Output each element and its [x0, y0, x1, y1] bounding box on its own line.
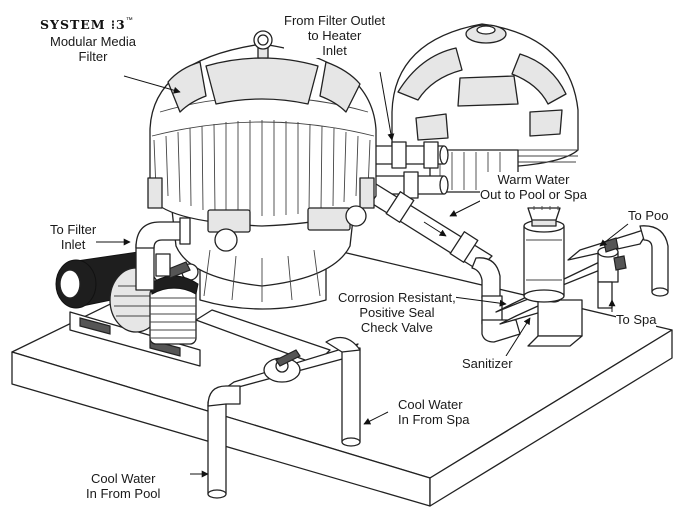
to-pool-label: To Poo — [628, 208, 669, 223]
warm-water-label: Warm Water Out to Pool or Spa — [480, 172, 587, 202]
check-valve-line-2: Positive Seal — [359, 305, 435, 320]
filter-name-line-1: Modular Media — [50, 34, 136, 49]
logo-word: SYSTEM — [40, 17, 106, 32]
cool-water-spa-line-1: Cool Water — [398, 397, 463, 412]
to-spa-text: To Spa — [616, 312, 657, 327]
sanitizer-text: Sanitizer — [462, 356, 513, 371]
cool-water-pool-line-1: Cool Water — [90, 471, 156, 486]
filter-name-label: Modular Media Filter — [50, 34, 136, 64]
to-filter-inlet-line-2: Inlet — [60, 237, 86, 252]
logo-trademark: ™ — [125, 17, 133, 24]
check-valve-line-3: Check Valve — [360, 320, 433, 335]
filter-outlet-line-2: to Heater — [307, 28, 362, 43]
pool-spa-outlets — [567, 225, 669, 309]
logo-mark: ⁝3 — [111, 17, 126, 32]
filter-outlet-line-1: From Filter Outlet — [284, 13, 386, 28]
callout-leaders — [90, 71, 629, 478]
pump — [55, 251, 201, 367]
sanitizer-unit — [523, 206, 565, 303]
warm-water-pipe — [359, 183, 501, 299]
to-filter-inlet-line-1: To Filter — [50, 222, 97, 237]
system3-logo: SYSTEM ⁝3™ — [40, 17, 133, 32]
check-valve-label: Corrosion Resistant, Positive Seal Check… — [338, 290, 456, 335]
filter-outlet-label: From Filter Outlet to Heater Inlet — [284, 13, 386, 58]
heater — [391, 23, 579, 193]
filter-inlet-pipe — [135, 217, 191, 291]
discharge-pipes — [195, 309, 359, 393]
filter-outlet-line-3: Inlet — [322, 43, 347, 58]
cool-water-spa-label: Cool Water In From Spa — [398, 397, 470, 427]
filter-tank — [147, 30, 377, 310]
warm-water-line-2: Out to Pool or Spa — [480, 187, 587, 202]
filter-name-line-2: Filter — [78, 49, 108, 64]
cool-water-spa-line-2: In From Spa — [398, 412, 470, 427]
warm-water-line-1: Warm Water — [497, 172, 570, 187]
cool-water-pipes — [207, 336, 361, 499]
check-valve-line-1: Corrosion Resistant, — [338, 290, 456, 305]
to-pool-text: To Poo — [628, 208, 669, 223]
to-spa-label: To Spa — [616, 312, 657, 327]
cool-water-pool-line-2: In From Pool — [86, 486, 161, 501]
sanitizer-label: Sanitizer — [462, 356, 513, 371]
cool-water-pool-label: Cool Water In From Pool — [86, 471, 161, 501]
to-filter-inlet-label: To Filter Inlet — [50, 222, 97, 252]
